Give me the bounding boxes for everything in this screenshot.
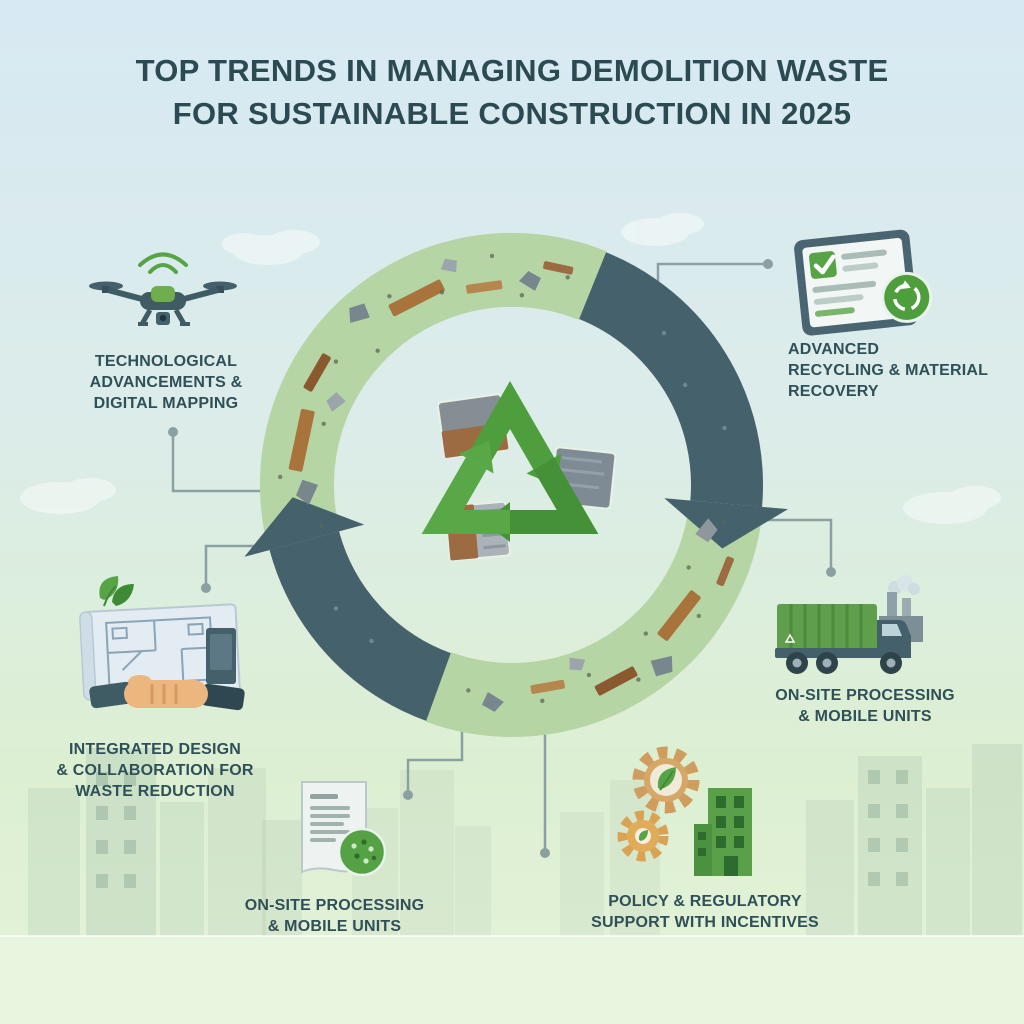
cloud-icon [20, 213, 1001, 524]
tablet-recycle-icon [794, 229, 933, 336]
green-building [694, 788, 752, 876]
arrowhead-icon [664, 498, 788, 549]
arrowhead-icon [244, 497, 365, 557]
leaf-icon [99, 576, 134, 607]
debris-texture [278, 253, 734, 712]
gear-leaf-icon [632, 746, 700, 814]
blueprint-sheet [79, 603, 241, 701]
gears-building-icon [617, 746, 752, 876]
cycle-ring [244, 232, 788, 737]
title-line-2: FOR SUSTAINABLE CONSTRUCTION IN 2025 [172, 95, 852, 131]
label-technological: TECHNOLOGICAL ADVANCEMENTS & DIGITAL MAP… [89, 353, 243, 412]
connector-lines [168, 259, 836, 858]
truck-icon [775, 575, 923, 674]
gear-icon [617, 810, 669, 862]
label-advanced-recycling: ADVANCED RECYCLING & MATERIAL RECOVERY [788, 341, 989, 400]
page-title: TOP TRENDS IN MANAGING DEMOLITION WASTE … [0, 50, 1024, 136]
recycle-globe-icon [881, 271, 933, 323]
city-skyline [0, 744, 1024, 1024]
label-onsite-processing-right: ON-SITE PROCESSING & MOBILE UNITS [775, 687, 955, 725]
title-line-1: TOP TRENDS IN MANAGING DEMOLITION WASTE [135, 53, 889, 88]
blueprint-handshake-icon [79, 576, 245, 711]
drone-icon [89, 252, 237, 326]
label-onsite-processing-bottom: ON-SITE PROCESSING & MOBILE UNITS [244, 897, 425, 935]
handshake-icon [89, 675, 245, 711]
document-icon [301, 781, 387, 877]
recycle-symbol [421, 380, 599, 543]
recycled-aggregate-icon [337, 827, 387, 877]
label-policy-support: POLICY & REGULATORY SUPPORT WITH INCENTI… [591, 893, 819, 931]
label-integrated-design: INTEGRATED DESIGN & COLLABORATION FOR WA… [56, 741, 254, 800]
